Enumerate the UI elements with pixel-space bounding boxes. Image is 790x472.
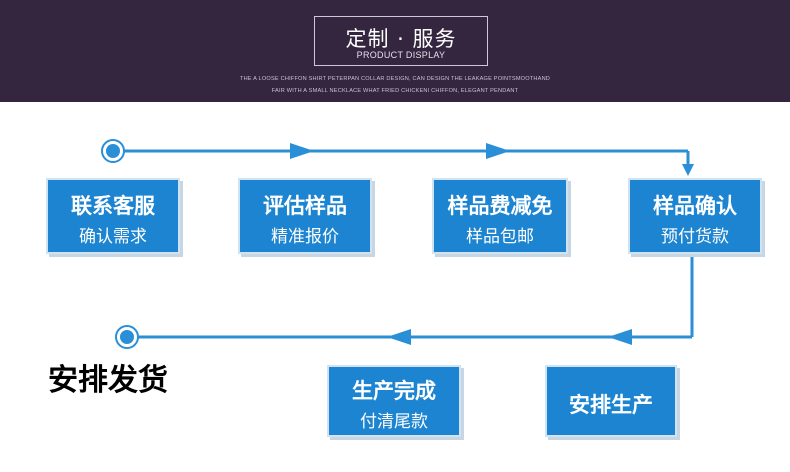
- step-production-complete: 生产完成 付清尾款: [327, 365, 461, 437]
- arrow-right-icon: [486, 143, 510, 159]
- header-description-line-2: FAIR WITH A SMALL NECKLACE WHAT FRIED CH…: [271, 88, 519, 94]
- start-node-icon: [101, 139, 125, 163]
- step-evaluate-sample: 评估样品 精准报价: [238, 178, 372, 254]
- arrow-left-icon: [387, 329, 411, 345]
- step-subtitle: 精准报价: [271, 227, 339, 247]
- step-arrange-production: 安排生产: [545, 365, 677, 437]
- step-sample-confirm: 样品确认 预付货款: [628, 178, 762, 254]
- step-subtitle: 预付货款: [661, 227, 729, 247]
- step-title: 样品费减免: [447, 194, 553, 218]
- step-sample-fee-waived: 样品费减免 样品包邮: [432, 178, 568, 254]
- step-contact-service: 联系客服 确认需求: [46, 178, 180, 254]
- header-description-line-1: THE A LOOSE CHIFFON SHIRT PETERPAN COLLA…: [239, 76, 551, 82]
- page-subtitle: PRODUCT DISPLAY: [356, 50, 446, 60]
- arrow-down-icon: [682, 164, 694, 176]
- step-subtitle: 样品包邮: [466, 227, 534, 247]
- step-subtitle: 确认需求: [79, 227, 147, 247]
- step-title: 评估样品: [263, 194, 347, 218]
- page-title: 定制 · 服务: [345, 27, 457, 51]
- final-step-label: 安排发货: [48, 363, 168, 398]
- step-title: 生产完成: [352, 379, 436, 403]
- step-title: 样品确认: [653, 194, 737, 218]
- step-title: 安排生产: [569, 393, 653, 417]
- step-title: 联系客服: [71, 194, 155, 218]
- title-box: 定制 · 服务 PRODUCT DISPLAY: [314, 16, 488, 66]
- step-subtitle: 付清尾款: [360, 412, 428, 432]
- arrow-right-icon: [290, 143, 314, 159]
- arrow-left-icon: [608, 329, 632, 345]
- end-node-icon: [115, 325, 139, 349]
- header-banner: 定制 · 服务 PRODUCT DISPLAY THE A LOOSE CHIF…: [0, 0, 790, 102]
